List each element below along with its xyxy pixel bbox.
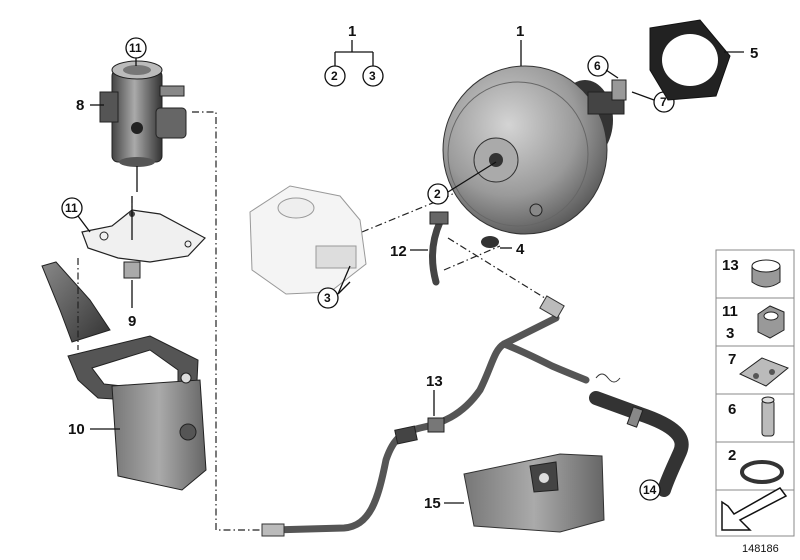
hose-clamp-icon xyxy=(751,259,781,288)
vacuum-pump xyxy=(99,60,187,192)
label-part-10: 10 xyxy=(68,421,85,438)
connection-lines xyxy=(77,111,549,531)
legend-number-6: 6 xyxy=(728,401,736,418)
label-part-11-pump: 11 xyxy=(129,41,142,55)
vacuum-line xyxy=(261,295,621,537)
fluid-reservoir xyxy=(249,185,367,295)
spring-clip-icon xyxy=(739,357,789,387)
label-part-1-top: 1 xyxy=(348,23,356,40)
brake-booster xyxy=(442,65,627,235)
hex-nut-icon xyxy=(757,305,785,339)
legend-number-13: 13 xyxy=(722,257,739,274)
label-part-2-booster: 2 xyxy=(434,187,441,201)
label-part-14: 14 xyxy=(643,483,657,497)
legend-number-2: 2 xyxy=(728,447,736,464)
grommet xyxy=(481,236,499,248)
main-bracket xyxy=(41,261,207,491)
assembly-tree: 1 2 3 xyxy=(324,23,384,87)
legend-number-7: 7 xyxy=(728,351,736,368)
label-part-8: 8 xyxy=(76,97,84,114)
legend-number-11: 11 xyxy=(722,303,738,320)
label-part-9: 9 xyxy=(128,313,136,330)
label-part-3-reservoir: 3 xyxy=(324,291,331,305)
legend-number-3: 3 xyxy=(726,325,734,342)
label-part-4: 4 xyxy=(516,241,525,258)
image-id: 148186 xyxy=(742,543,779,555)
small-parts-legend: 13 11 3 7 6 2 xyxy=(715,249,795,537)
label-part-15: 15 xyxy=(424,495,441,512)
vacuum-hose xyxy=(589,391,689,497)
o-ring-icon xyxy=(740,460,784,484)
gasket xyxy=(649,19,731,101)
check-valve-hose xyxy=(429,211,449,286)
arrow-icon xyxy=(721,487,788,531)
label-part-12: 12 xyxy=(390,243,407,260)
legend-cell-pin xyxy=(715,393,795,443)
label-part-1-booster: 1 xyxy=(516,23,524,40)
label-part-11-bracket: 11 xyxy=(65,201,78,215)
pin-icon xyxy=(761,396,775,437)
label-part-7: 7 xyxy=(660,95,667,109)
label-part-5: 5 xyxy=(750,45,758,62)
cover-panel xyxy=(463,453,605,533)
label-part-3-top: 3 xyxy=(369,69,376,83)
label-part-6: 6 xyxy=(594,59,601,73)
label-part-13: 13 xyxy=(426,373,443,390)
pump-bracket xyxy=(81,196,206,279)
label-part-2-top: 2 xyxy=(331,69,338,83)
